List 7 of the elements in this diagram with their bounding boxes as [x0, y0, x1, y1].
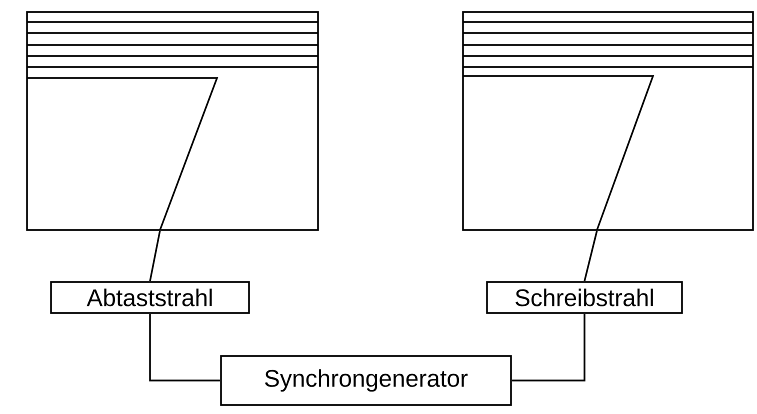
connector-line — [149, 314, 220, 382]
connector-line — [584, 230, 598, 282]
connector-line — [512, 314, 586, 382]
label-box: Synchrongenerator — [220, 355, 512, 406]
connector-line — [149, 230, 161, 282]
label-box: Abtaststrahl — [50, 281, 250, 314]
label-box: Schreibstrahl — [486, 281, 683, 314]
